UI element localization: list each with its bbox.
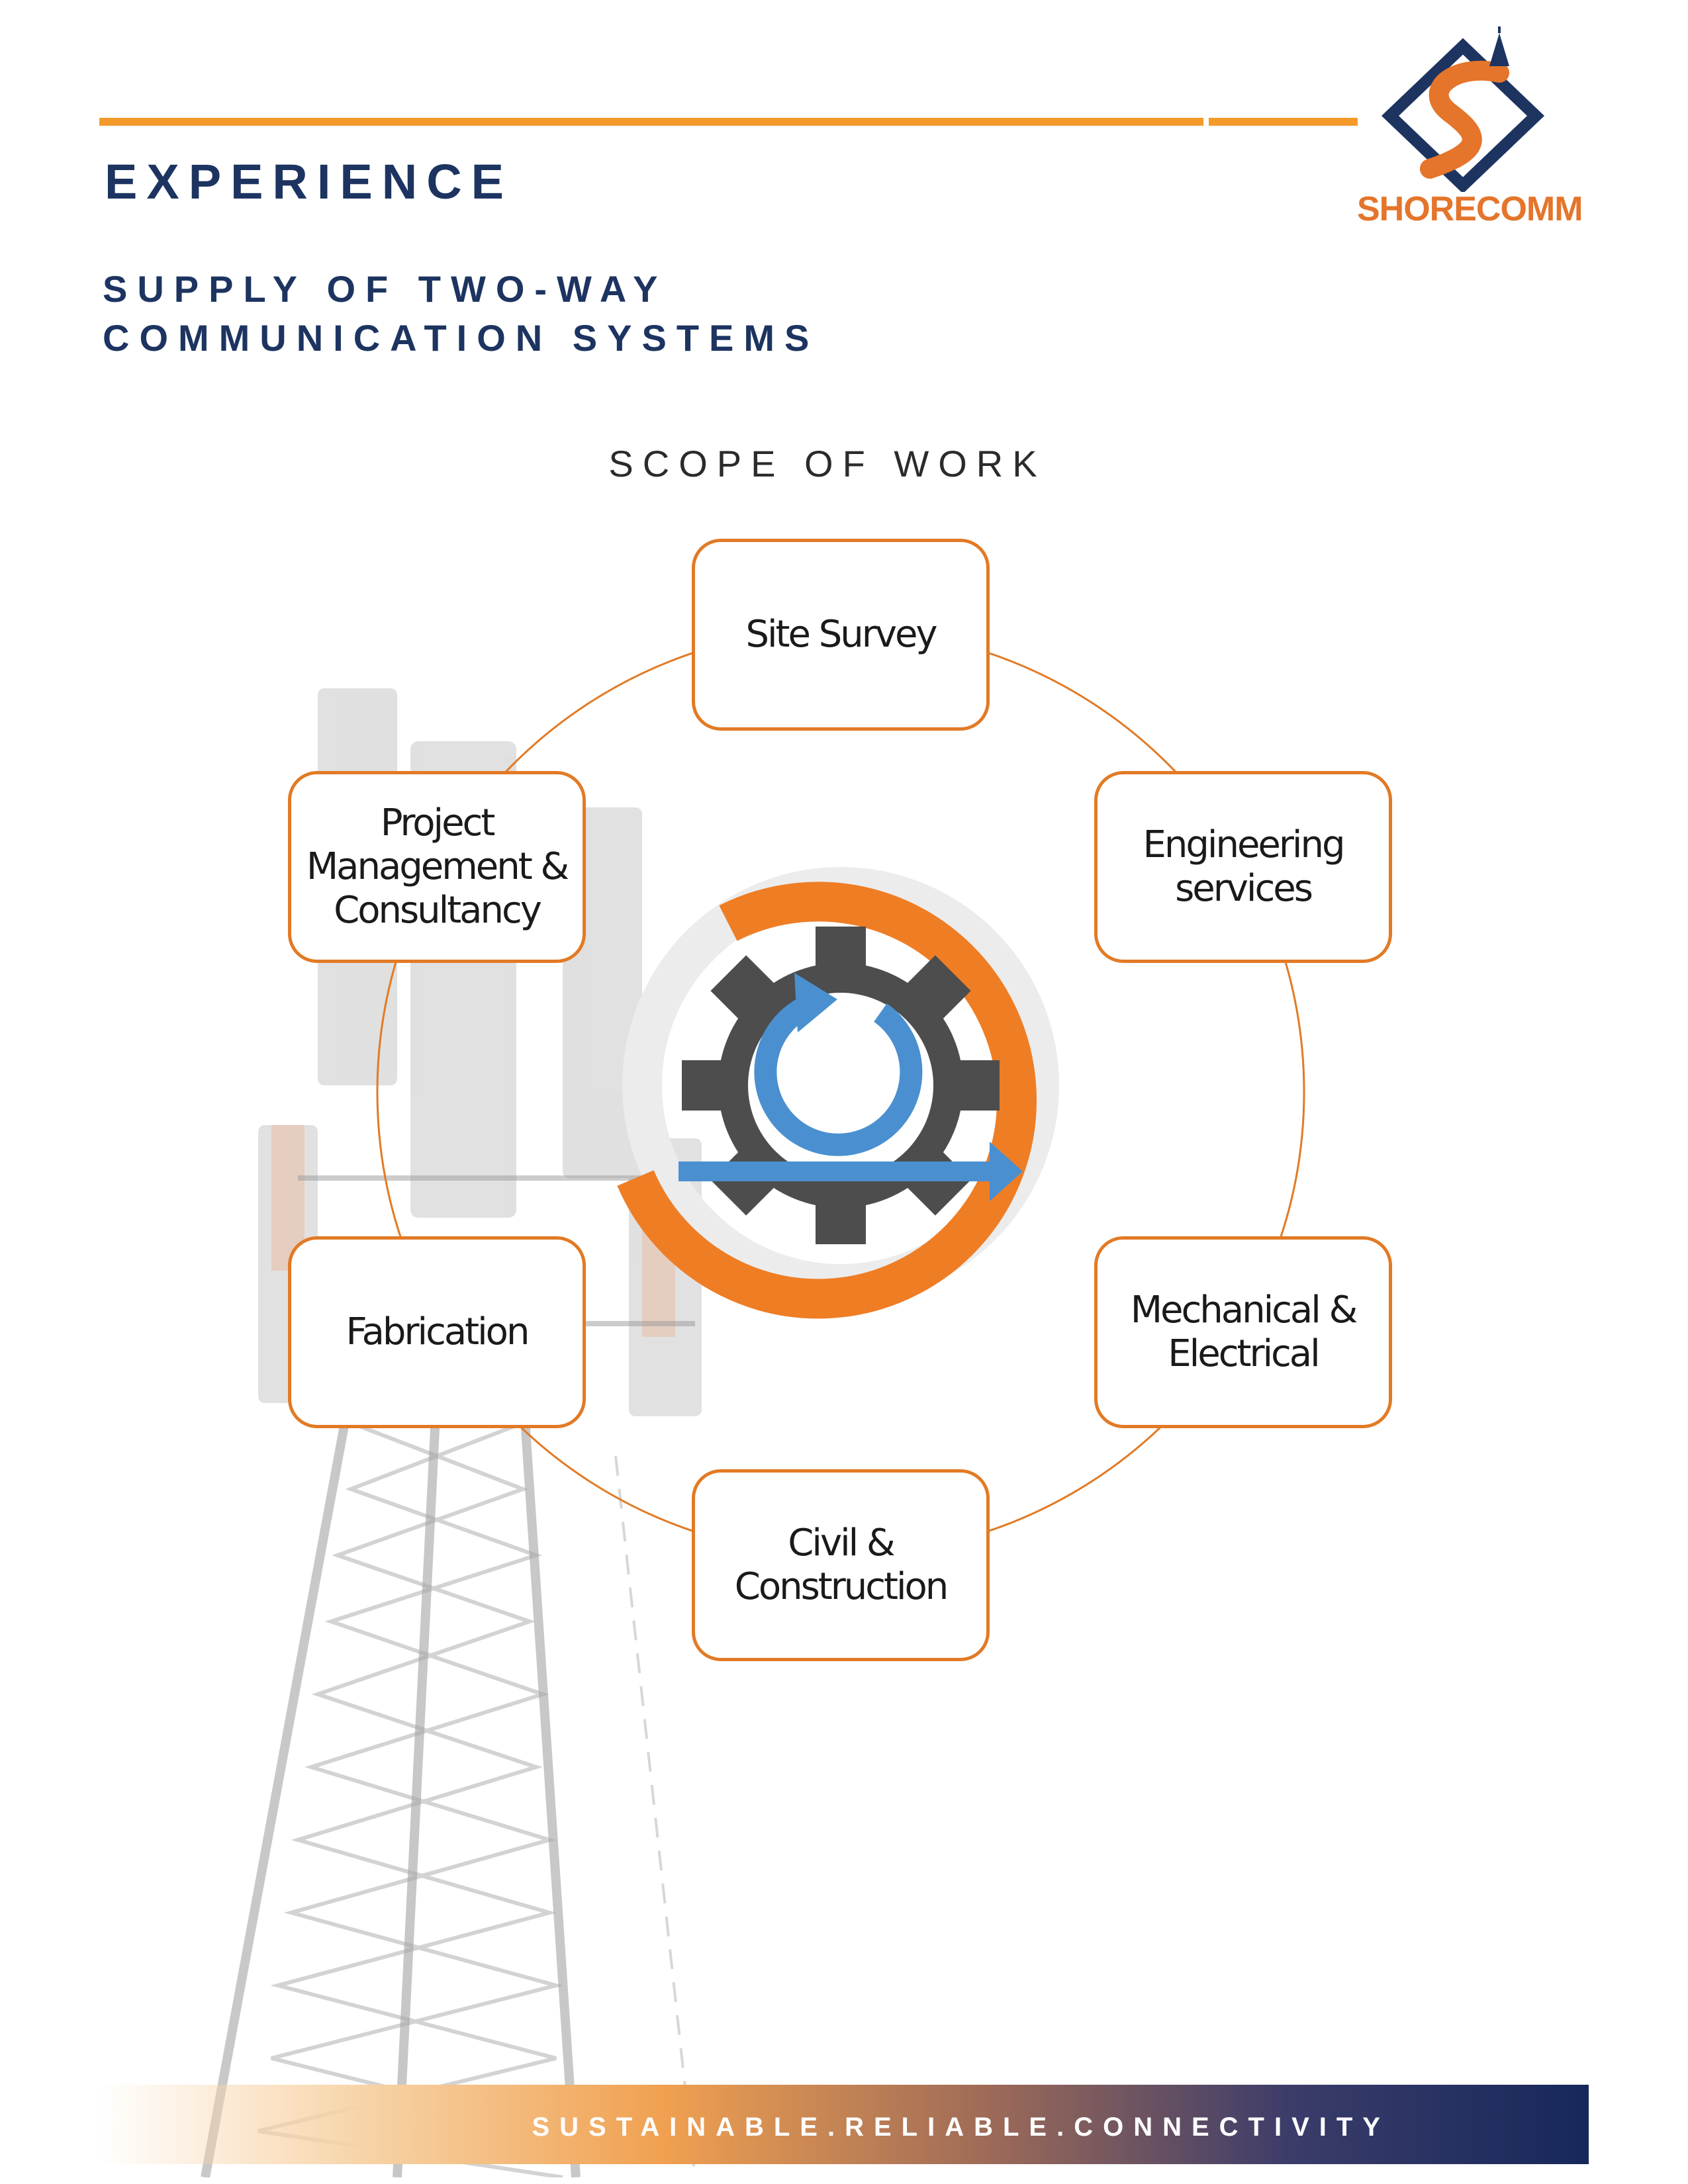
node-project-management: Project Management & Consultancy: [288, 771, 586, 963]
page-title: EXPERIENCE: [105, 154, 514, 209]
company-logo: SHORECOMM: [1357, 26, 1583, 228]
logo-mark-icon: [1381, 26, 1545, 194]
node-engineering-services: Engineering services: [1094, 771, 1392, 963]
header-rule-short: [1209, 118, 1358, 126]
node-label: Mechanical & Electrical: [1130, 1289, 1358, 1375]
footer-tagline: SUSTAINABLE.RELIABLE.CONNECTIVITY: [532, 2113, 1390, 2142]
node-fabrication: Fabrication: [288, 1236, 586, 1428]
node-civil-construction: Civil & Construction: [692, 1469, 990, 1661]
page-subtitle: SUPPLY OF TWO-WAY COMMUNICATION SYSTEMS: [103, 268, 820, 359]
node-label: Engineering services: [1143, 823, 1346, 910]
diagram-title: SCOPE OF WORK: [608, 443, 1047, 484]
header-rule: [99, 118, 1203, 126]
node-label: Civil & Construction: [734, 1522, 949, 1608]
logo-wordmark: SHORECOMM: [1357, 190, 1583, 228]
footer-band: [99, 2085, 1589, 2164]
gear-cycle-icon: [617, 867, 1059, 1319]
node-label: Fabrication: [346, 1310, 530, 1353]
node-label: Project Management & Consultancy: [306, 801, 569, 932]
node-label: Site Survey: [745, 613, 937, 656]
node-site-survey: Site Survey: [692, 539, 990, 731]
node-mechanical-electrical: Mechanical & Electrical: [1094, 1236, 1392, 1428]
